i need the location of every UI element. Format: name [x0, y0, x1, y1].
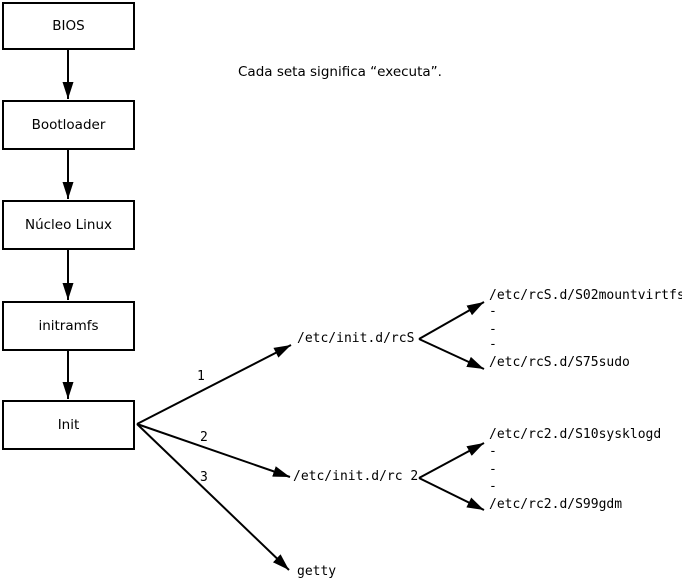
arrow-init-to-rc2 — [136, 423, 291, 478]
ellipsis-dash: - — [489, 462, 497, 477]
diagram-caption: Cada seta significa “executa”. — [238, 64, 442, 80]
arrow-init-to-rcs — [136, 344, 292, 425]
script-s10sysklogd: /etc/rc2.d/S10sysklogd — [489, 427, 662, 442]
branch-target-rcs: /etc/init.d/rcS — [297, 331, 415, 346]
arrow-rc2-to-s10 — [418, 442, 485, 479]
script-s75sudo: /etc/rcS.d/S75sudo — [489, 355, 630, 370]
branch-number-1: 1 — [197, 369, 205, 384]
ellipsis-dash: - — [489, 337, 497, 352]
arrow-rc2-to-s99 — [418, 477, 485, 511]
flow-box-bios-label: BIOS — [52, 18, 85, 34]
branch-target-rc2: /etc/init.d/rc 2 — [293, 469, 419, 484]
ellipsis-dash: - — [489, 322, 497, 337]
flow-box-init: Init — [2, 400, 135, 450]
ellipsis-dash: - — [489, 304, 497, 319]
flow-box-initramfs: initramfs — [2, 301, 135, 351]
flow-box-bootloader-label: Bootloader — [31, 117, 106, 133]
branch-number-3: 3 — [200, 470, 208, 485]
flow-box-kernel-label: Núcleo Linux — [24, 217, 113, 233]
branch-number-2: 2 — [200, 430, 208, 445]
ellipsis-dash: - — [489, 479, 497, 494]
arrow-init-to-getty — [136, 423, 290, 571]
arrow-rcs-to-s02 — [418, 301, 485, 340]
flow-box-init-label: Init — [57, 417, 80, 433]
ellipsis-dash: - — [489, 444, 497, 459]
branch-target-getty: getty — [297, 564, 337, 579]
flow-box-initramfs-label: initramfs — [38, 318, 99, 334]
flow-box-bios: BIOS — [2, 2, 135, 50]
flow-box-bootloader: Bootloader — [2, 100, 135, 150]
arrow-rcs-to-s75 — [418, 338, 485, 370]
script-s02mountvirtfs: /etc/rcS.d/S02mountvirtfs — [489, 288, 682, 303]
script-s99gdm: /etc/rc2.d/S99gdm — [489, 497, 623, 512]
flow-box-kernel: Núcleo Linux — [2, 200, 135, 250]
